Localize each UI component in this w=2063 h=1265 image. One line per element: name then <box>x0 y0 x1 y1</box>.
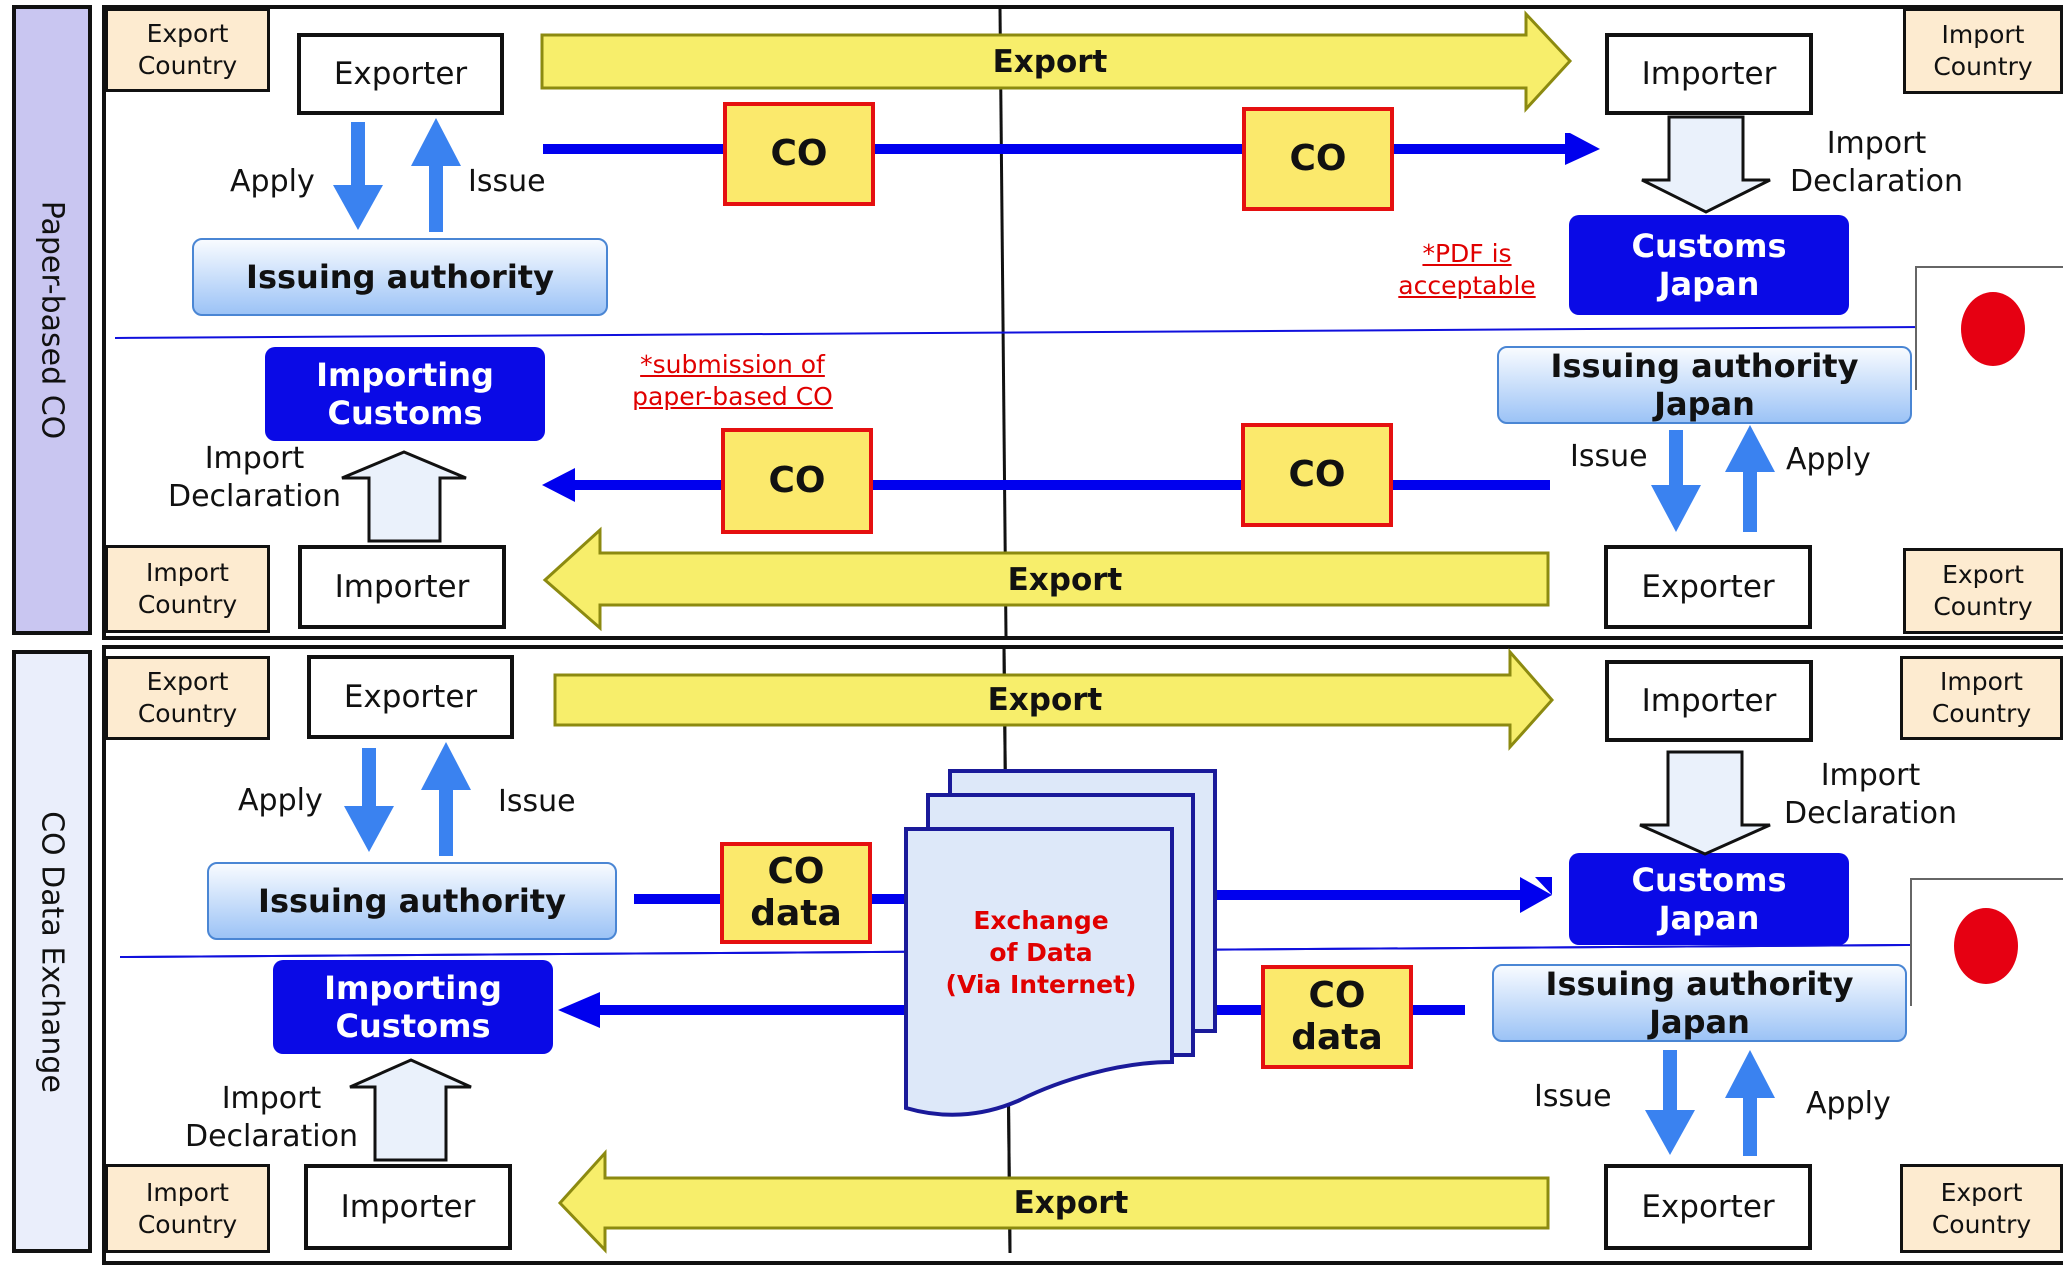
data-import-declaration-arrow-right <box>1639 750 1771 856</box>
paper-center-divider <box>998 7 1008 637</box>
data-export-arrow-bottom <box>557 1149 1550 1254</box>
data-flow-head-right <box>1535 877 1552 913</box>
data-export-label-top: Export <box>987 682 1103 718</box>
paper-apply-left: Apply <box>230 164 315 199</box>
paper-co-flow-line-bottom <box>575 480 1550 490</box>
data-section-label-bar: CO Data Exchange <box>12 650 92 1253</box>
data-flow-head-left <box>558 992 600 1028</box>
paper-issuing-authority: Issuing authority <box>192 238 608 316</box>
data-flow-line-right-segment <box>1200 890 1540 900</box>
data-exporter-right: Exporter <box>1604 1164 1812 1250</box>
data-exporter-left: Exporter <box>307 655 514 739</box>
paper-exporter-left: Exporter <box>297 33 504 115</box>
paper-export-arrow-bottom <box>542 526 1550 632</box>
paper-importer-right: Importer <box>1605 33 1813 115</box>
data-issue-arrow-right <box>1645 1050 1695 1155</box>
paper-co-doc-2: CO <box>1242 107 1394 211</box>
paper-issue-left: Issue <box>468 164 546 199</box>
paper-issue-arrow-left <box>411 118 461 232</box>
paper-exporter-right: Exporter <box>1604 545 1812 629</box>
data-issue-arrow-left <box>421 742 471 856</box>
paper-section-label-bar: Paper-based CO <box>12 5 92 635</box>
paper-issue-arrow-right <box>1651 430 1701 532</box>
paper-japan-flag <box>1915 266 2063 390</box>
paper-apply-right: Apply <box>1786 442 1871 477</box>
data-issue-left: Issue <box>498 784 576 819</box>
data-apply-arrow-right <box>1725 1050 1775 1156</box>
paper-co-doc-1: CO <box>723 102 875 206</box>
paper-apply-arrow-right <box>1725 425 1775 532</box>
data-issue-right: Issue <box>1534 1079 1612 1114</box>
paper-horizontal-divider <box>114 326 1926 339</box>
data-japan-flag <box>1910 878 2063 1006</box>
paper-export-label-top: Export <box>992 44 1108 80</box>
paper-import-declaration-arrow-right <box>1641 115 1771 214</box>
paper-co-flow-head-top <box>1565 133 1600 165</box>
paper-import-declaration-arrow-left <box>341 450 467 543</box>
data-export-arrow-top <box>553 648 1555 751</box>
paper-export-label-bottom: Export <box>1007 562 1123 598</box>
data-japan-flag-disc <box>1954 908 2018 984</box>
data-importer-left: Importer <box>304 1164 512 1250</box>
data-apply-arrow-left <box>344 748 394 852</box>
data-export-label-bottom: Export <box>1013 1185 1129 1221</box>
data-apply-right: Apply <box>1806 1086 1891 1121</box>
exchange-doc-front <box>904 827 1174 1117</box>
paper-importer-left: Importer <box>298 545 506 629</box>
data-import-declaration-arrow-left <box>349 1058 472 1162</box>
paper-co-flow-head-bottom <box>542 468 575 502</box>
data-importer-right: Importer <box>1605 660 1813 742</box>
data-issuing-authority: Issuing authority <box>207 862 617 940</box>
paper-issue-right: Issue <box>1570 439 1648 474</box>
exchange-text: Exchange of Data (Via Internet) <box>945 906 1137 999</box>
paper-co-doc-3: CO <box>721 428 873 534</box>
paper-japan-flag-disc <box>1961 292 2025 366</box>
paper-co-flow-line-top <box>543 144 1565 154</box>
paper-export-arrow-top <box>540 10 1573 113</box>
data-apply-left: Apply <box>238 783 323 818</box>
paper-co-doc-4: CO <box>1241 423 1393 527</box>
paper-apply-arrow-left <box>333 122 383 230</box>
